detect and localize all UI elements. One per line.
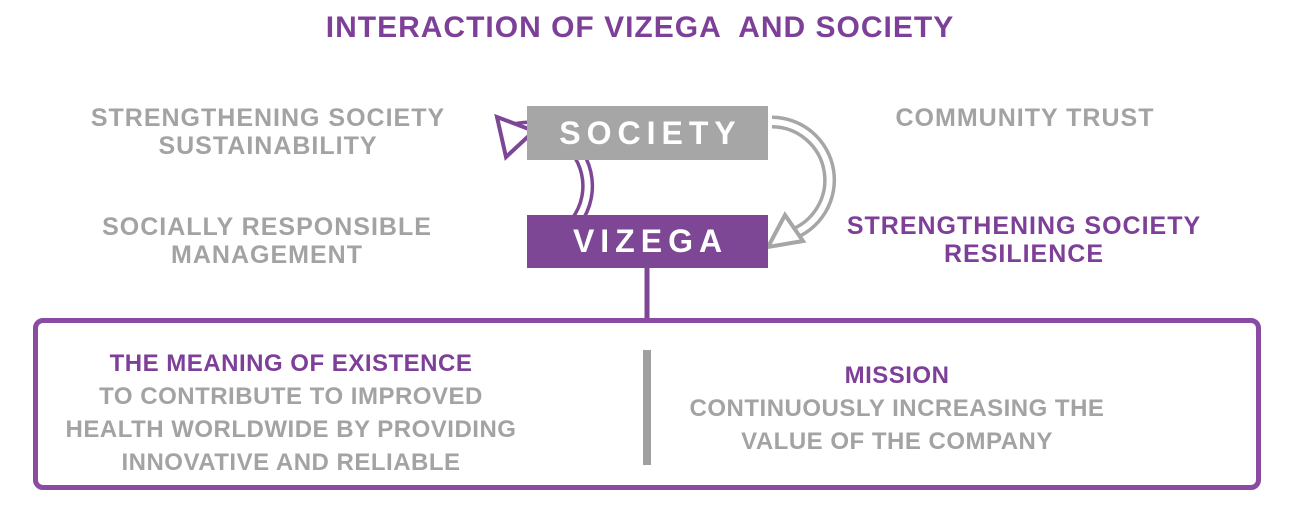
label-line: SOCIALLY RESPONSIBLE [102, 213, 432, 241]
vizega-node: VIZEGA [527, 215, 768, 268]
vizega-node-label: VIZEGA [572, 223, 729, 259]
existence-mission-panel: THE MEANING OF EXISTENCE TO CONTRIBUTE T… [33, 318, 1261, 490]
cycle-arrow-down-icon [764, 115, 837, 250]
society-node: SOCIETY [527, 106, 768, 160]
label-strengthening-society-sustainability: STRENGTHENING SOCIETY SUSTAINABILITY [43, 104, 493, 160]
meaning-of-existence-block: THE MEANING OF EXISTENCE TO CONTRIBUTE T… [56, 347, 526, 479]
mission-text-line: VALUE OF THE COMPANY [741, 428, 1053, 455]
label-community-trust: COMMUNITY TRUST [880, 104, 1170, 132]
diagram-title: INTERACTION OF VIZEGA AND SOCIETY [325, 11, 955, 44]
label-line: STRENGTHENING SOCIETY [846, 212, 1202, 240]
label-line: COMMUNITY TRUST [895, 104, 1155, 132]
label-line: MANAGEMENT [171, 241, 363, 269]
meaning-of-existence-heading: THE MEANING OF EXISTENCE [109, 350, 473, 377]
label-strengthening-society-resilience: STRENGTHENING SOCIETY RESILIENCE [824, 212, 1224, 268]
existence-text-line: HEALTH WORLDWIDE BY PROVIDING [65, 416, 517, 443]
mission-text-line: CONTINUOUSLY INCREASING THE [689, 395, 1105, 422]
label-line: STRENGTHENING SOCIETY [90, 104, 446, 132]
mission-heading: MISSION [844, 362, 950, 389]
existence-text-line: INNOVATIVE AND RELIABLE [121, 449, 461, 476]
label-socially-responsible-management: SOCIALLY RESPONSIBLE MANAGEMENT [42, 213, 492, 269]
society-node-label: SOCIETY [559, 114, 742, 151]
label-line: RESILIENCE [943, 240, 1105, 268]
existence-text-line: TO CONTRIBUTE TO IMPROVED [99, 383, 483, 410]
label-line: SUSTAINABILITY [158, 132, 378, 160]
mission-block: MISSION CONTINUOUSLY INCREASING THE VALU… [657, 359, 1137, 458]
panel-divider [643, 350, 651, 465]
